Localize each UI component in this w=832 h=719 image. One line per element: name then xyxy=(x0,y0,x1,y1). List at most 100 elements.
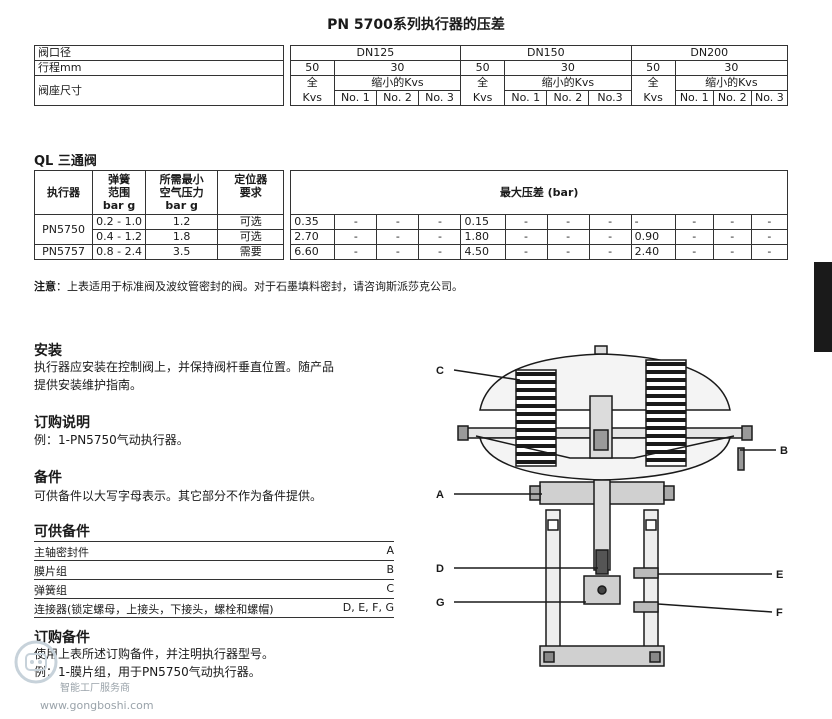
dp-cell: - xyxy=(588,214,632,230)
header-positioner: 定位器 要求 xyxy=(217,170,285,215)
dp-cell: - xyxy=(334,214,378,230)
kvs-cell: Kvs xyxy=(460,90,506,106)
page-title: PN 5700系列执行器的压差 xyxy=(327,17,505,33)
dp-cell: - xyxy=(418,244,462,260)
part-code: C xyxy=(386,582,394,595)
dp-cell: - xyxy=(712,244,752,260)
parts-row: 连接器(锁定螺母，上接头，下接头，螺栓和螺帽) D, E, F, G xyxy=(34,599,394,618)
spring-left xyxy=(515,369,557,467)
dp-cell: - xyxy=(334,244,378,260)
dp-cell: - xyxy=(504,214,548,230)
reduced-kvs-cell: 缩小的Kvs xyxy=(333,75,462,91)
order-spares-line: 使用上表所述订购备件，并注明执行器型号。 xyxy=(34,647,275,661)
dp-cell: - xyxy=(630,214,676,230)
positioner-cell: 需要 xyxy=(217,244,285,260)
dn150-header: DN150 xyxy=(460,45,632,61)
dp-cell: - xyxy=(376,229,420,245)
dp-cell: - xyxy=(712,214,752,230)
full-cell: 全 xyxy=(630,75,676,91)
yoke-pillar-right xyxy=(643,509,659,651)
range-cell: 0.4 - 1.2 xyxy=(92,229,147,245)
watermark-line2: www.gongboshi.com xyxy=(40,699,154,712)
dp-cell: - xyxy=(750,214,789,230)
spares-text: 可供备件以大写字母表示。其它部分不作为备件提供。 xyxy=(34,489,323,503)
range-cell: 0.8 - 2.4 xyxy=(92,244,147,260)
part-code: A xyxy=(386,544,394,557)
dp-cell: - xyxy=(588,229,632,245)
label-c: C xyxy=(436,365,444,377)
dp-cell: 0.35 xyxy=(290,214,336,230)
seat-no-cell: No. 1 xyxy=(674,90,714,106)
parts-top-rule xyxy=(34,541,394,542)
pressure-table: 阀口径 DN125 DN150 DN200 行程mm 50 30 50 30 5… xyxy=(34,45,789,106)
row-label-seat: 阀座尺寸 xyxy=(34,75,284,106)
dp-cell: - xyxy=(750,229,789,245)
label-f: F xyxy=(776,607,783,619)
note-label: 注意 xyxy=(34,280,56,293)
seat-no-cell: No. 2 xyxy=(546,90,590,106)
note: 注意：上表适用于标准阀及波纹管密封的阀。对于石墨填料密封，请咨询斯派莎克公司。 xyxy=(34,278,463,294)
actuator-diagram: C A D G B E F xyxy=(436,345,788,667)
dp-cell: 1.80 xyxy=(460,229,506,245)
dn200-header: DN200 xyxy=(630,45,789,61)
dp-cell: - xyxy=(674,229,714,245)
dp-cell: - xyxy=(546,214,590,230)
part-name: 膜片组 xyxy=(34,565,67,578)
stroke-cell: 50 xyxy=(289,60,335,76)
full-cell: 全 xyxy=(289,75,335,91)
lock-nut xyxy=(633,567,659,579)
positioner-cell: 可选 xyxy=(217,229,285,245)
dp-cell: - xyxy=(504,229,548,245)
actuator-cell: PN5757 xyxy=(33,244,94,260)
label-d: D xyxy=(436,563,444,575)
positioner-cell: 可选 xyxy=(217,214,285,230)
watermark-line1: 智能工厂服务商 xyxy=(60,683,130,694)
actuator-cell: PN5750 xyxy=(33,214,94,245)
seat-no-cell: No. 1 xyxy=(504,90,548,106)
vent-plug xyxy=(594,345,608,355)
available-title: 可供备件 xyxy=(34,524,90,540)
dp-cell: - xyxy=(418,229,462,245)
dp-cell: - xyxy=(712,229,752,245)
part-name: 主轴密封件 xyxy=(34,546,89,559)
order-spares-title: 订购备件 xyxy=(34,630,90,646)
row-label-stroke: 行程mm xyxy=(34,60,284,76)
part-code: B xyxy=(386,563,394,576)
reduced-kvs-cell: 缩小的Kvs xyxy=(504,75,632,91)
order-title: 订购说明 xyxy=(34,415,90,431)
dp-cell: - xyxy=(418,214,462,230)
dp-cell: 4.50 xyxy=(460,244,506,260)
dp-cell: - xyxy=(376,214,420,230)
header-actuator: 执行器 xyxy=(33,170,94,215)
install-line: 提供安装维护指南。 xyxy=(34,378,143,392)
part-name: 弹簧组 xyxy=(34,584,67,597)
seat-no-cell: No. 1 xyxy=(333,90,377,106)
seat-no-cell: No. 3 xyxy=(750,90,789,106)
seat-no-cell: No. 2 xyxy=(375,90,420,106)
yoke-base xyxy=(539,645,665,667)
dp-cell: - xyxy=(750,244,789,260)
install-line: 执行器应安装在控制阀上，并保持阀杆垂直位置。随产品 xyxy=(34,360,335,374)
dp-cell: - xyxy=(588,244,632,260)
label-e: E xyxy=(776,569,783,581)
stroke-cell: 50 xyxy=(630,60,676,76)
install-title: 安装 xyxy=(34,343,62,359)
header-max-dp: 最大压差 (bar) xyxy=(290,170,788,215)
ql-title: QL 三通阀 xyxy=(34,154,97,169)
yoke-pillar-left xyxy=(545,509,561,651)
full-cell: 全 xyxy=(460,75,506,91)
dn125-header: DN125 xyxy=(289,45,462,61)
spares-title: 备件 xyxy=(34,470,62,486)
dp-cell: - xyxy=(674,214,714,230)
kvs-cell: Kvs xyxy=(630,90,676,106)
dp-cell: 2.70 xyxy=(290,229,336,245)
page-edge-tab xyxy=(814,262,832,352)
seat-no-cell: No.3 xyxy=(588,90,632,106)
supply-cell: 1.2 xyxy=(145,214,219,230)
dp-cell: - xyxy=(546,229,590,245)
range-cell: 0.2 - 1.0 xyxy=(92,214,147,230)
label-g: G xyxy=(436,597,445,609)
dp-cell: 2.40 xyxy=(630,244,676,260)
install-text: 执行器应安装在控制阀上，并保持阀杆垂直位置。随产品 提供安装维护指南。 xyxy=(34,358,334,394)
supply-cell: 1.8 xyxy=(145,229,219,245)
